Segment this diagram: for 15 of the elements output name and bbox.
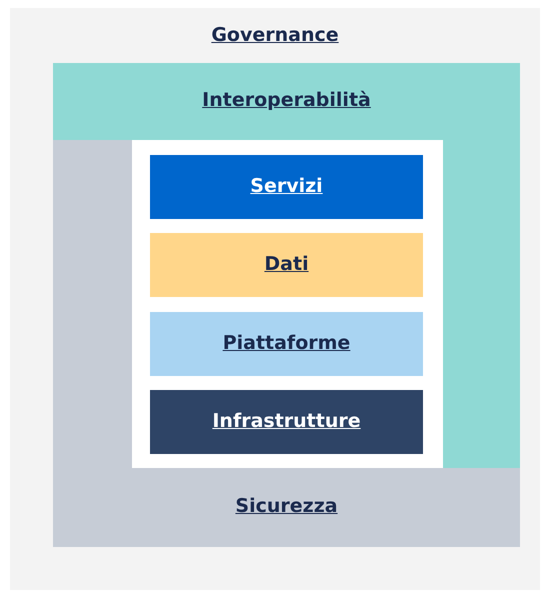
layer-label: Governance	[210, 24, 340, 46]
interoperability-band	[53, 63, 520, 468]
layer-box	[150, 390, 423, 454]
layer-label: Infrastrutture	[211, 410, 362, 432]
layer-box	[150, 312, 423, 376]
layer-label: Sicurezza	[234, 495, 339, 517]
layer-box	[150, 233, 423, 297]
layer-label: Piattaforme	[222, 332, 352, 354]
governance-frame	[10, 8, 540, 590]
layer-label: Interoperabilità	[201, 89, 372, 111]
inner-panel	[132, 140, 443, 468]
layer-label: Dati	[263, 253, 310, 275]
layer-box	[150, 155, 423, 219]
layer-label: Servizi	[249, 175, 324, 197]
security-band	[53, 140, 520, 547]
